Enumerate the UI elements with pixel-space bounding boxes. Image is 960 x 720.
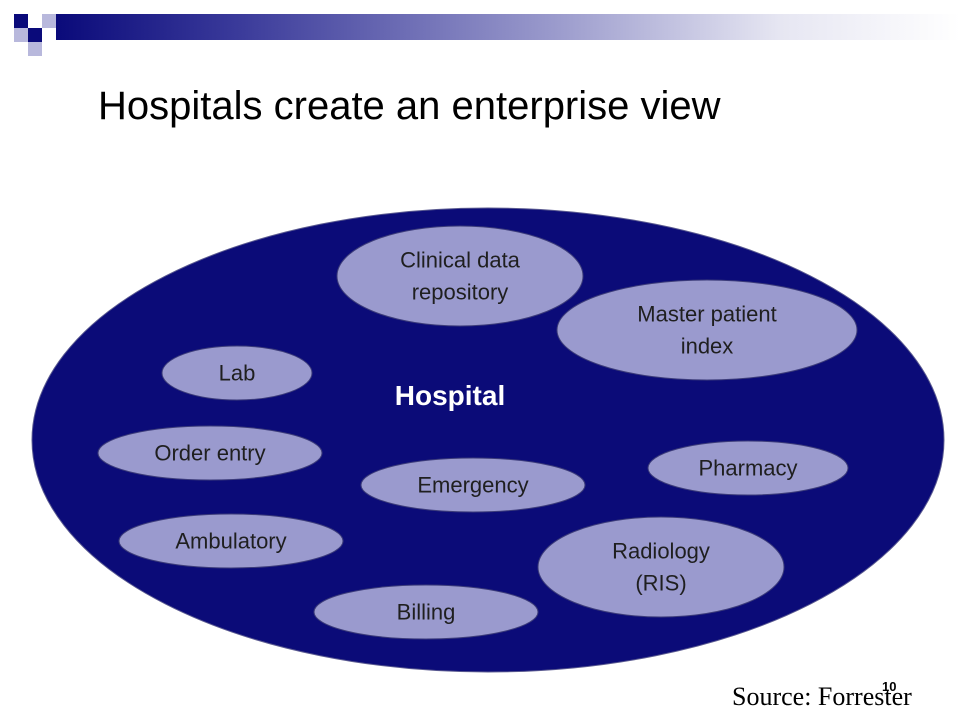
node-label-radiology-ris: Radiology <box>612 539 710 564</box>
node-ellipse-master-patient-index <box>556 279 858 381</box>
node-label-ambulatory: Ambulatory <box>175 529 286 554</box>
node-emergency: Emergency <box>360 457 586 513</box>
node-ellipse-order-entry <box>97 425 323 481</box>
decorative-square <box>28 28 42 42</box>
node-ellipse-radiology-ris <box>537 516 785 618</box>
node-label-master-patient-index: Master patient <box>637 302 776 327</box>
node-clinical-data-repository: Clinical data repository <box>336 225 584 327</box>
node-ellipse-emergency <box>360 457 586 513</box>
decorative-square <box>14 42 28 56</box>
node-label-billing: Billing <box>397 600 456 625</box>
node-label-pharmacy: Pharmacy <box>698 456 797 481</box>
node-lab: Lab <box>161 345 313 401</box>
hospital-center-label: Hospital <box>395 380 505 411</box>
node-master-patient-index: Master patient index <box>556 279 858 381</box>
decorative-square <box>14 14 28 28</box>
node-ellipse-pharmacy <box>647 440 849 496</box>
node-ambulatory: Ambulatory <box>118 513 344 569</box>
decorative-square <box>14 28 28 42</box>
title-gradient-bar <box>56 14 960 40</box>
decorative-square <box>28 42 42 56</box>
node-radiology-ris: Radiology (RIS) <box>537 516 785 618</box>
decorative-square <box>42 14 56 28</box>
node-ellipse-billing <box>313 584 539 640</box>
node-order-entry: Order entry <box>97 425 323 481</box>
node-pharmacy: Pharmacy <box>647 440 849 496</box>
node-ellipse-ambulatory <box>118 513 344 569</box>
node-ellipse-lab <box>161 345 313 401</box>
node-label-master-patient-index: index <box>681 334 734 359</box>
node-label-clinical-data-repository: repository <box>412 280 509 305</box>
node-ellipse-clinical-data-repository <box>336 225 584 327</box>
node-label-order-entry: Order entry <box>154 441 265 466</box>
node-label-radiology-ris: (RIS) <box>635 571 686 596</box>
source-citation: Source: Forrester <box>732 682 912 711</box>
node-billing: Billing <box>313 584 539 640</box>
node-label-clinical-data-repository: Clinical data <box>400 248 521 273</box>
node-label-lab: Lab <box>219 361 256 386</box>
page-number: 10 <box>882 679 897 694</box>
decorative-square <box>28 14 42 28</box>
slide-title: Hospitals create an enterprise view <box>98 84 721 128</box>
node-label-emergency: Emergency <box>417 473 528 498</box>
